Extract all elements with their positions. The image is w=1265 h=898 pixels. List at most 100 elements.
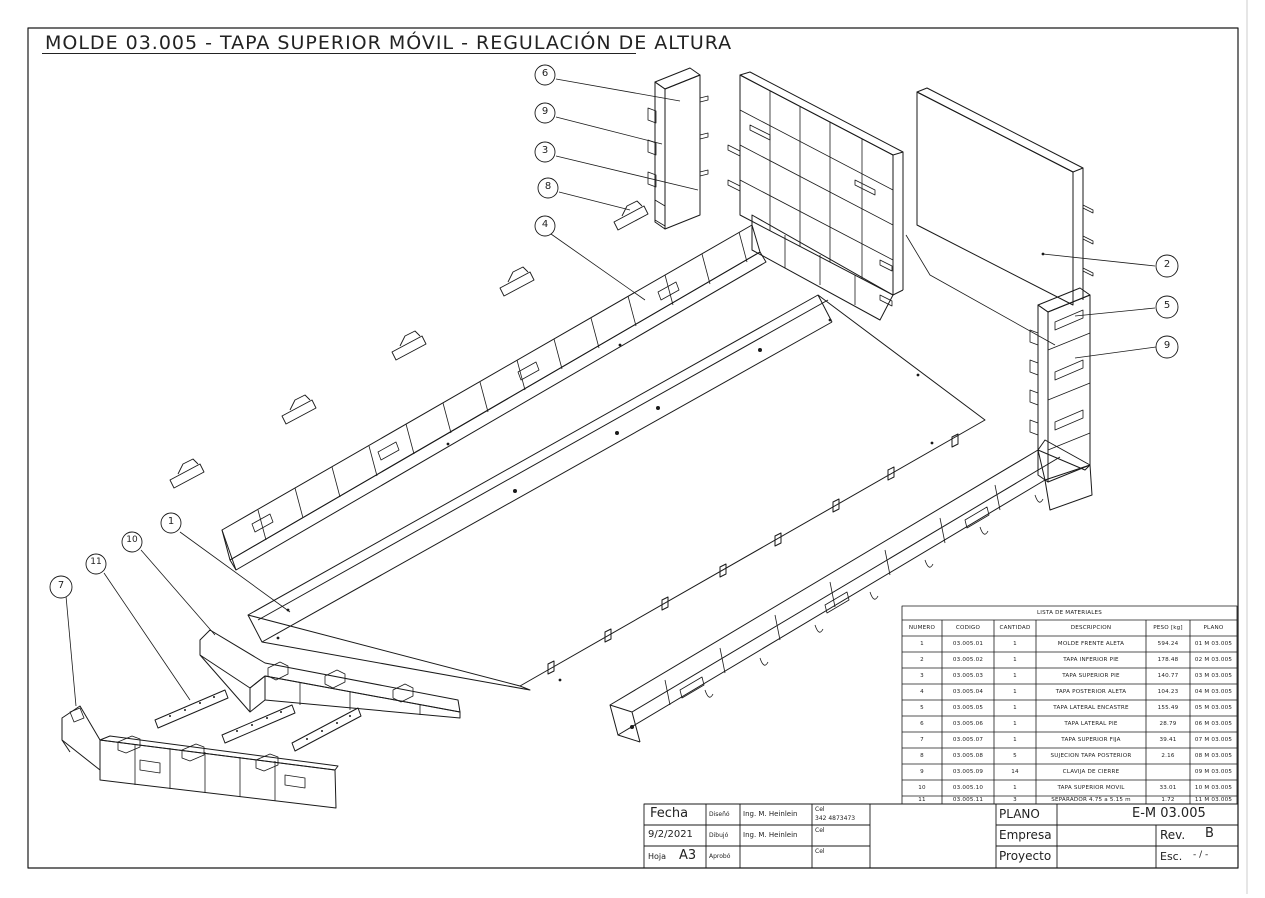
balloon-number: 11 xyxy=(90,557,102,567)
bom-header: NÚMERO xyxy=(908,625,936,631)
balloon-number: 4 xyxy=(541,219,549,230)
balloon-number: 9 xyxy=(1163,340,1171,351)
bom-cell: 5 xyxy=(920,705,924,711)
bom-cell: 04 M 03.005 xyxy=(1194,689,1233,695)
bom-cell: TAPA LATERAL PIE xyxy=(1064,721,1118,727)
bom-cell: 594.24 xyxy=(1157,641,1179,647)
balloon-number: 7 xyxy=(57,580,65,591)
bom-cell: 09 M 03.005 xyxy=(1194,769,1233,775)
fecha-label: Fecha xyxy=(650,806,689,821)
hoja-label: Hoja xyxy=(648,852,667,861)
bom-cell: 07 M 03.005 xyxy=(1194,737,1233,743)
balloon-number: 5 xyxy=(1163,300,1171,311)
bom-cell: 1.72 xyxy=(1161,797,1175,803)
bom-cell: 39.41 xyxy=(1159,737,1177,743)
drawing-title: MOLDE 03.005 - TAPA SUPERIOR MÓVIL - REG… xyxy=(45,32,733,54)
bom-cell: 1 xyxy=(1013,689,1017,695)
bom-cell: 03.005.03 xyxy=(952,673,984,679)
bom-cell: 1 xyxy=(1013,641,1017,647)
bom-cell: 06 M 03.005 xyxy=(1194,721,1233,727)
cel-label: Cel xyxy=(815,806,825,813)
esc-label: Esc. xyxy=(1160,850,1183,863)
leader-lines xyxy=(65,78,1157,707)
bom-cell: 3 xyxy=(920,673,924,679)
bom-cell: 11 xyxy=(918,797,926,803)
bom-cell: 03.005.11 xyxy=(952,797,984,803)
bom-cell: 03.005.10 xyxy=(952,785,984,791)
aprobo-label: Aprobó xyxy=(709,853,731,860)
rev-value: B xyxy=(1205,826,1214,841)
bom-cell: 1 xyxy=(1013,785,1017,791)
bom-cell: 1 xyxy=(1013,705,1017,711)
bom-cell: 05 M 03.005 xyxy=(1194,705,1233,711)
balloon-number: 2 xyxy=(1163,259,1171,270)
bom-cell: 03.005.01 xyxy=(952,641,984,647)
balloon-number: 8 xyxy=(544,181,552,192)
titleblock-grid xyxy=(643,803,1239,869)
bom-cell: 03.005.05 xyxy=(952,705,984,711)
bom-header: PLANO xyxy=(1203,625,1224,631)
bom-cell: TAPA SUPERIOR PIE xyxy=(1062,673,1120,679)
bom-cell: 1 xyxy=(1013,673,1017,679)
bom-cell: 6 xyxy=(920,721,924,727)
part-2-flat-plate xyxy=(916,87,1094,306)
bom-cell: SUJECIÓN TAPA POSTERIOR xyxy=(1050,753,1132,759)
bom-cell: 9 xyxy=(920,769,924,775)
part-4-rear-wall xyxy=(221,224,767,571)
bom-cell: 2 xyxy=(920,657,924,663)
bom-cell: 8 xyxy=(920,753,924,759)
bom-header: CODIGO xyxy=(955,625,981,631)
cel-label-2: Cel xyxy=(815,827,825,834)
bom-cell: 155.49 xyxy=(1157,705,1179,711)
bom-title: LISTA DE MATERIALES xyxy=(1036,610,1103,616)
bom-header: PESO [kg] xyxy=(1153,625,1183,631)
empresa-label: Empresa xyxy=(999,828,1052,842)
plano-value: E-M 03.005 xyxy=(1132,806,1206,821)
drafter-name: Ing. M. Heinlein xyxy=(743,831,798,839)
dibujo-label: Dibujó xyxy=(709,832,729,839)
balloon-number: 9 xyxy=(541,106,549,117)
cel-label-3: Cel xyxy=(815,848,825,855)
bom-cell: 03.005.07 xyxy=(952,737,984,743)
bom-cell: MOLDE FRENTE ALETA xyxy=(1057,641,1125,647)
part-1-base-plate xyxy=(247,294,986,691)
bom-cell: 01 M 03.005 xyxy=(1194,641,1233,647)
bom-cell: 10 xyxy=(918,785,926,791)
bom-cell: 03.005.02 xyxy=(952,657,984,663)
bom-cell: 104.23 xyxy=(1157,689,1179,695)
bom-cell: 1 xyxy=(920,641,924,647)
bom-cell: 10 M 03.005 xyxy=(1194,785,1233,791)
part-3-grid-panel xyxy=(727,71,904,321)
part-6-side-plate xyxy=(647,67,709,230)
title-underline xyxy=(42,53,636,54)
bom-cell: 11 M 03.005 xyxy=(1194,797,1233,803)
bom-cell: CLAVIJA DE CIERRE xyxy=(1062,769,1120,775)
bom-header: DESCRIPCIÓN xyxy=(1070,625,1112,631)
bom-cell: 03.005.09 xyxy=(952,769,984,775)
bom-cell: TAPA INFERIOR PIE xyxy=(1063,657,1119,663)
bom-cell: 3 xyxy=(1013,797,1017,803)
part-10-movable-cover xyxy=(199,629,461,719)
bom-cell: 02 M 03.005 xyxy=(1194,657,1233,663)
bom-cell: 1 xyxy=(1013,737,1017,743)
diseno-label: Diseñó xyxy=(709,811,730,818)
bom-cell: SEPARADOR 4.75 a 5.15 m xyxy=(1051,797,1131,803)
bom-cell: TAPA SUPERIOR MÓVIL xyxy=(1057,785,1125,791)
bom-cell: TAPA SUPERIOR FIJA xyxy=(1061,737,1121,743)
balloon-number: 3 xyxy=(541,145,549,156)
bom-cell: 178.48 xyxy=(1157,657,1179,663)
bom-cell: 28.79 xyxy=(1159,721,1177,727)
bom-cell: 03.005.04 xyxy=(952,689,984,695)
part-right-lower-wall xyxy=(609,439,1093,743)
fecha-value: 9/2/2021 xyxy=(648,829,693,840)
bom-cell: 7 xyxy=(920,737,924,743)
bom-cell: 03.005.08 xyxy=(952,753,984,759)
bom-cell: 14 xyxy=(1011,769,1019,775)
rev-label: Rev. xyxy=(1160,828,1186,842)
sheet-frame xyxy=(27,27,1239,869)
bom-cell: 4 xyxy=(920,689,924,695)
bom-cell: 5 xyxy=(1013,753,1017,759)
bom-cell: 140.77 xyxy=(1157,673,1179,679)
balloon-circles xyxy=(49,64,1179,599)
